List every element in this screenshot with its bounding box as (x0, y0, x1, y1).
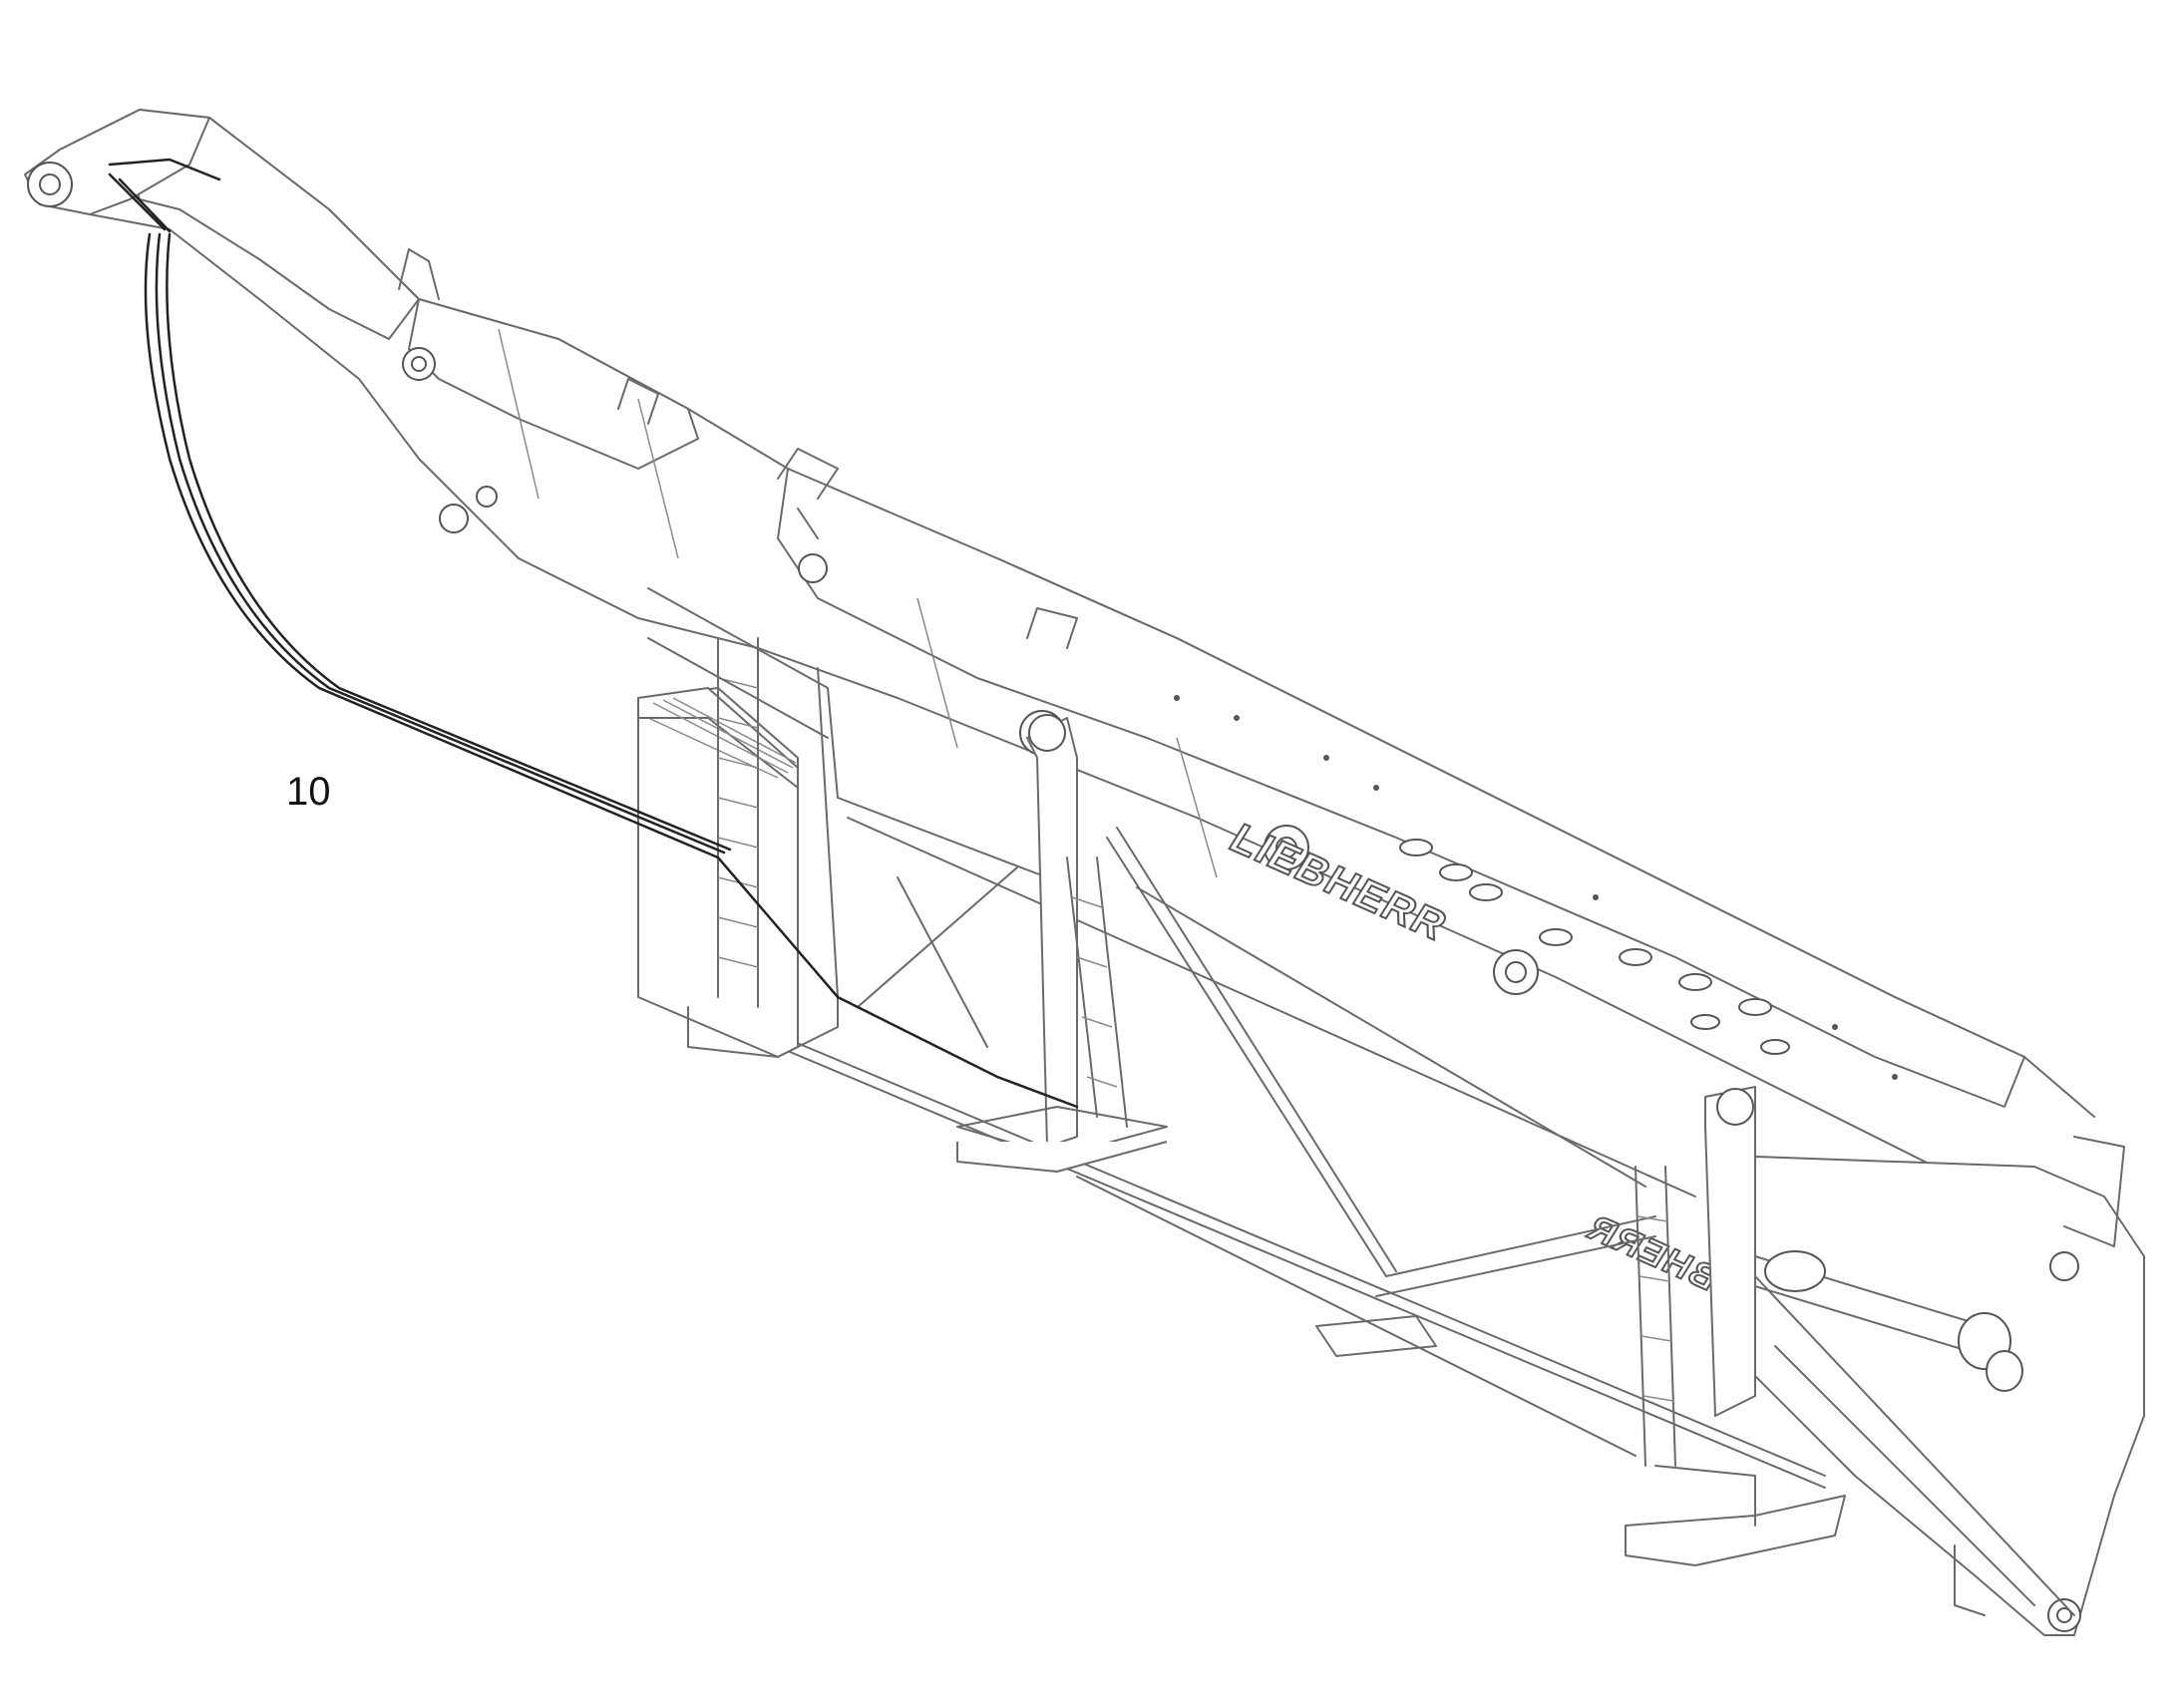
transport-rack (637, 587, 1846, 1566)
cable-bundle (108, 158, 1079, 1109)
boom-base-end (1754, 1136, 2145, 1636)
boom-upper-section (24, 109, 2095, 1237)
grating (652, 697, 797, 774)
callout-label-10: 10 (286, 770, 331, 814)
